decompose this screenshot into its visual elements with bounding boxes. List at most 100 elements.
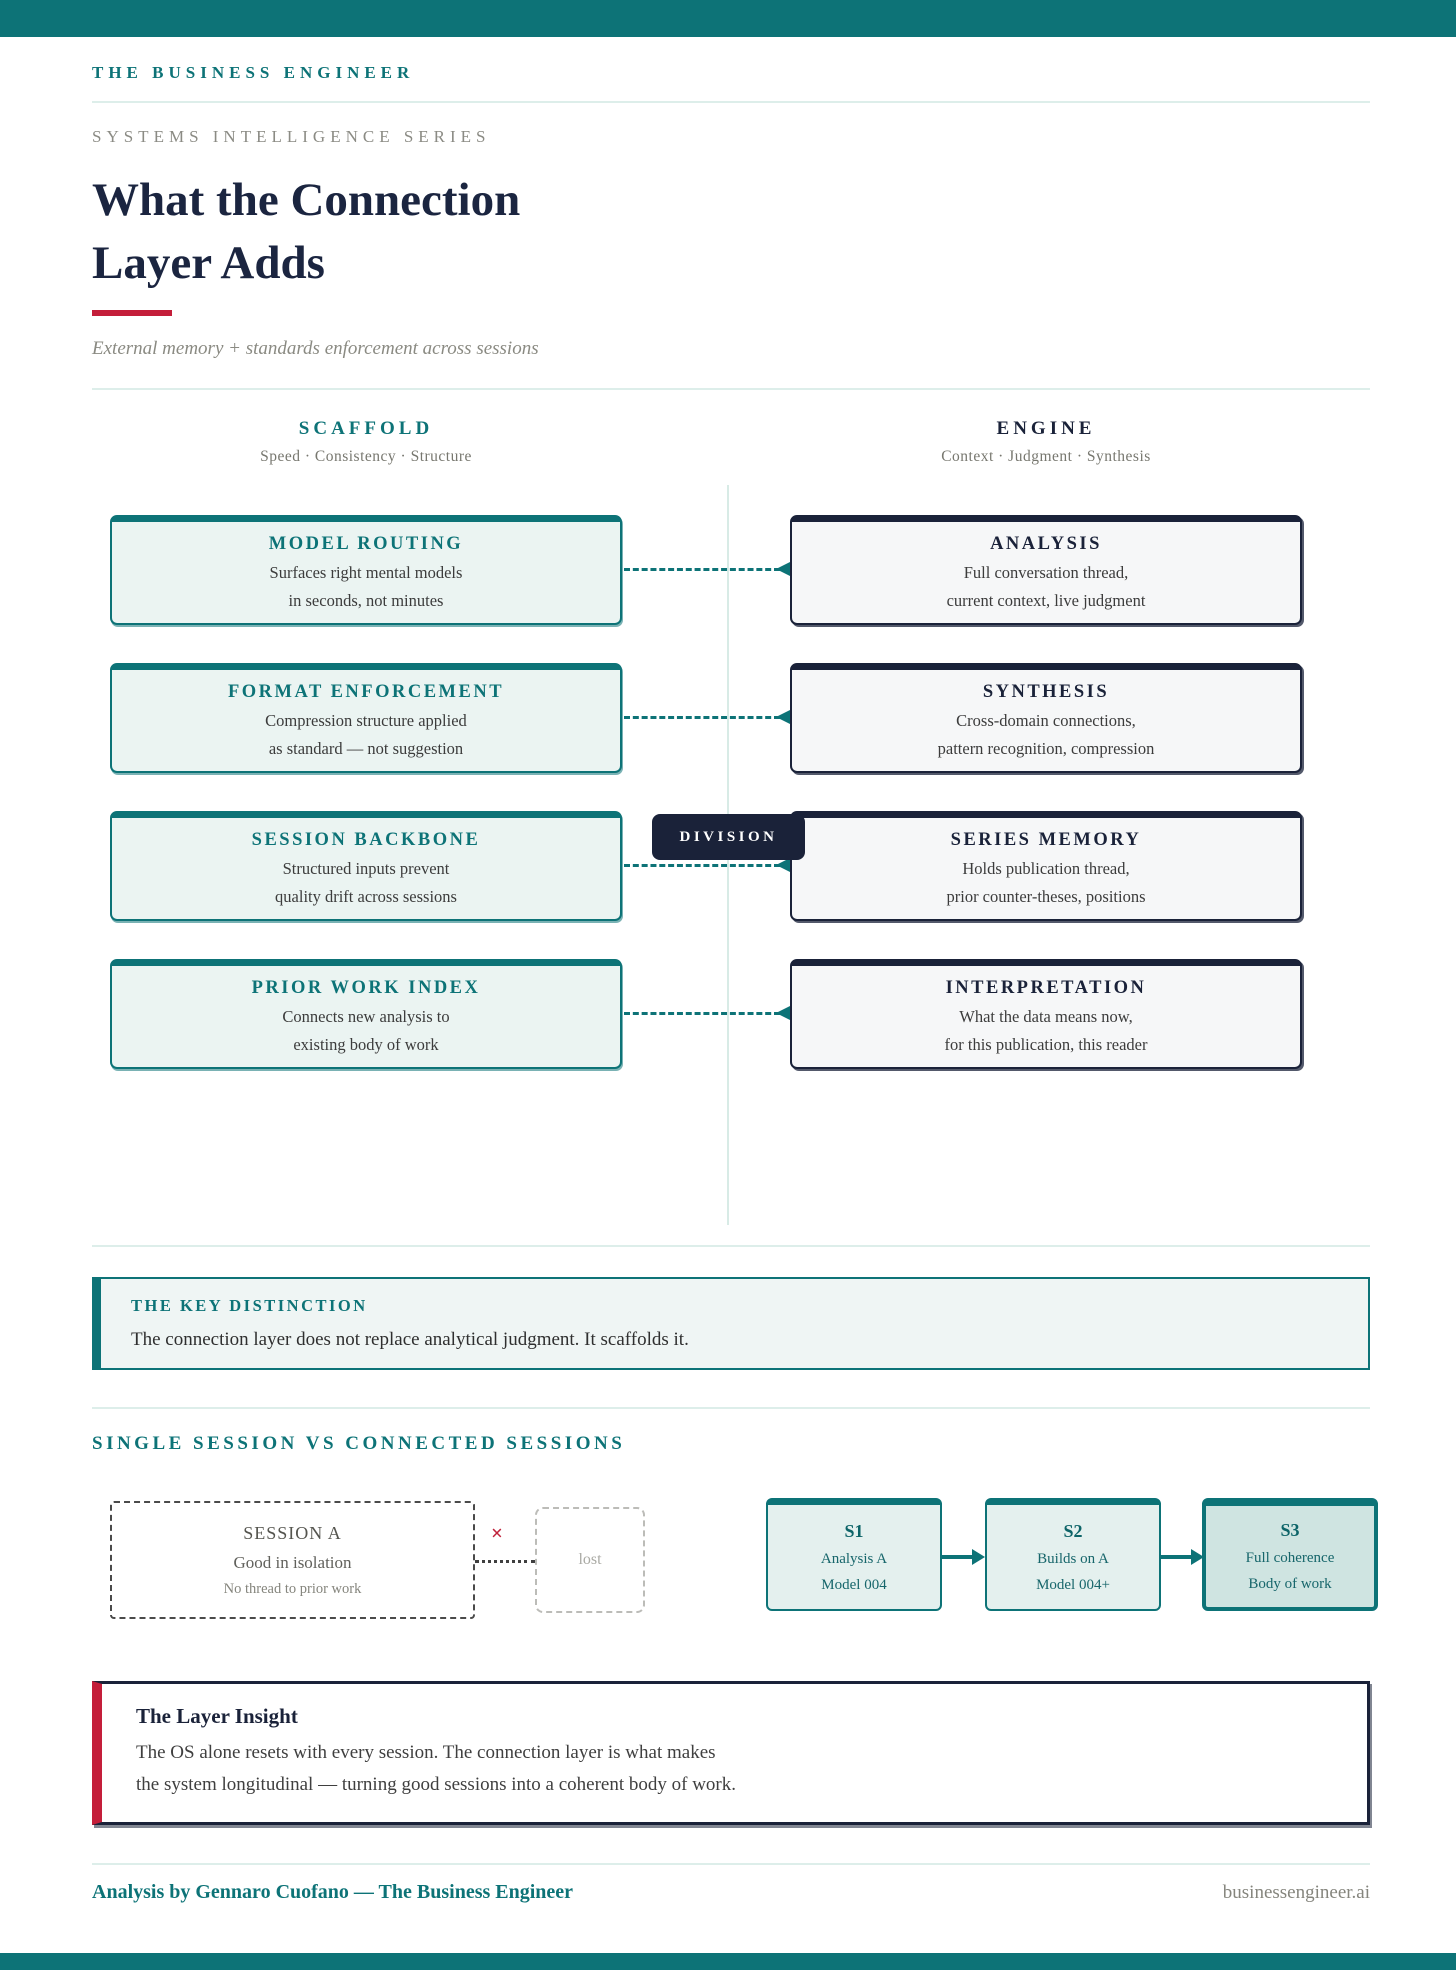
- isolated-session-box: SESSION A Good in isolation No thread to…: [110, 1501, 475, 1619]
- box-line: Holds publication thread,: [962, 858, 1130, 878]
- layer-insight-body: The OS alone resets with every session. …: [136, 1737, 1333, 1802]
- box-synthesis: SYNTHESIS Cross-domain connections, patt…: [790, 663, 1302, 773]
- bottom-accent-bar: [0, 1953, 1456, 1970]
- box-line: for this publication, this reader: [944, 1035, 1148, 1054]
- session-line: Model 004: [821, 1576, 887, 1593]
- box-prior-work-index: PRIOR WORK INDEX Connects new analysis t…: [110, 959, 622, 1069]
- session-line: Analysis A: [820, 1550, 888, 1567]
- box-title: SERIES MEMORY: [950, 829, 1142, 850]
- page-title-line2: Layer Adds: [92, 236, 325, 289]
- arrow-tip: [1191, 1549, 1204, 1565]
- dashed-line: [624, 864, 780, 867]
- arrowhead-left-icon: [776, 1006, 790, 1020]
- session-line: Builds on A: [1037, 1550, 1109, 1567]
- arrowhead-left-icon: [776, 562, 790, 576]
- divider: [92, 1407, 1370, 1409]
- layer-insight-line1: The OS alone resets with every session. …: [136, 1742, 716, 1763]
- box-line: in seconds, not minutes: [288, 591, 444, 610]
- footer-credit: Analysis by Gennaro Cuofano — The Busine…: [92, 1880, 574, 1903]
- session-line: Model 004+: [1036, 1576, 1110, 1593]
- arrow-tip: [972, 1549, 985, 1565]
- box-line: Compression structure applied: [265, 710, 467, 730]
- box-line: Full conversation thread,: [963, 562, 1129, 582]
- box-title: ANALYSIS: [990, 533, 1102, 554]
- division-badge: DIVISION: [652, 814, 805, 860]
- top-accent-bar: [0, 0, 1456, 37]
- footer-site: businessengineer.ai: [1222, 1881, 1370, 1903]
- box-model-routing: MODEL ROUTING Surfaces right mental mode…: [110, 515, 622, 625]
- isolated-session-line2: No thread to prior work: [223, 1580, 362, 1597]
- page-title-line1: What the Connection: [92, 174, 521, 226]
- box-line: quality drift across sessions: [275, 887, 457, 906]
- key-distinction-body: The connection layer does not replace an…: [131, 1329, 689, 1350]
- divider: [92, 388, 1370, 390]
- box-interpretation: INTERPRETATION What the data means now, …: [790, 959, 1302, 1069]
- box-line: Connects new analysis to: [282, 1006, 450, 1026]
- footer: Analysis by Gennaro Cuofano — The Busine…: [92, 1881, 1370, 1904]
- lost-label: lost: [578, 1551, 602, 1568]
- engine-column-tagline: Context · Judgment · Synthesis: [941, 448, 1151, 465]
- box-series-memory: SERIES MEMORY Holds publication thread, …: [790, 811, 1302, 921]
- scaffold-column-header: SCAFFOLD Speed · Consistency · Structure: [110, 418, 622, 466]
- arrow-right-icon: [941, 1549, 985, 1565]
- scaffold-column-tagline: Speed · Consistency · Structure: [260, 448, 472, 465]
- key-distinction-callout: THE KEY DISTINCTION The connection layer…: [92, 1277, 1370, 1370]
- connector-row2: [624, 710, 790, 724]
- box-line: Structured inputs prevent: [282, 858, 450, 878]
- arrow-right-icon: [1160, 1549, 1204, 1565]
- sessions-comparison: SESSION A Good in isolation No thread to…: [92, 1455, 1378, 1635]
- dashed-line: [624, 716, 780, 719]
- layer-insight-title: The Layer Insight: [136, 1704, 298, 1728]
- session-line: Body of work: [1248, 1576, 1332, 1592]
- box-analysis: ANALYSIS Full conversation thread, curre…: [790, 515, 1302, 625]
- connector-row3: [624, 858, 790, 872]
- arrow-shaft: [1160, 1555, 1195, 1559]
- connector-row1: [624, 562, 790, 576]
- box-title: SYNTHESIS: [982, 681, 1110, 702]
- layer-insight-callout: The Layer Insight The OS alone resets wi…: [92, 1681, 1370, 1825]
- isolated-session-title: SESSION A: [243, 1522, 342, 1543]
- content-area: THE BUSINESS ENGINEER SYSTEMS INTELLIGEN…: [92, 37, 1378, 1904]
- session-label: S2: [1063, 1520, 1083, 1541]
- box-format-enforcement: FORMAT ENFORCEMENT Compression structure…: [110, 663, 622, 773]
- scaffold-column-title: SCAFFOLD: [298, 418, 434, 439]
- layer-insight-line2: the system longitudinal — turning good s…: [136, 1774, 737, 1796]
- key-distinction-title: THE KEY DISTINCTION: [131, 1296, 368, 1315]
- box-title: INTERPRETATION: [945, 977, 1147, 998]
- box-line: existing body of work: [293, 1035, 439, 1054]
- dashed-line: [624, 568, 780, 571]
- sessions-section-heading: SINGLE SESSION VS CONNECTED SESSIONS: [92, 1433, 626, 1454]
- box-line: What the data means now,: [959, 1006, 1133, 1026]
- box-line: pattern recognition, compression: [937, 739, 1155, 758]
- connector-row4: [624, 1006, 790, 1020]
- session-s2-box: S2 Builds on A Model 004+: [985, 1498, 1161, 1611]
- brand-name: THE BUSINESS ENGINEER: [92, 63, 415, 82]
- scaffold-engine-diagram: SCAFFOLD Speed · Consistency · Structure…: [92, 390, 1370, 1225]
- session-line: Full coherence: [1245, 1550, 1335, 1566]
- session-s3-box: S3 Full coherence Body of work: [1202, 1498, 1378, 1611]
- divider: [92, 1245, 1370, 1247]
- box-line: current context, live judgment: [946, 591, 1146, 610]
- session-s1-box: S1 Analysis A Model 004: [766, 1498, 942, 1611]
- lost-box: lost: [535, 1507, 645, 1613]
- box-line: as standard — not suggestion: [268, 739, 464, 758]
- arrowhead-left-icon: [776, 710, 790, 724]
- divider: [92, 1862, 1370, 1865]
- dotted-connector: [475, 1560, 535, 1563]
- session-label: S3: [1280, 1520, 1300, 1540]
- series-eyebrow: SYSTEMS INTELLIGENCE SERIES: [92, 127, 491, 146]
- x-mark-icon: ×: [491, 1521, 503, 1545]
- title-accent-rule: [92, 310, 172, 316]
- box-line: Cross-domain connections,: [956, 710, 1136, 730]
- session-label: S1: [844, 1520, 864, 1541]
- box-title: FORMAT ENFORCEMENT: [227, 681, 505, 702]
- divider: [92, 101, 1370, 103]
- dashed-line: [624, 1012, 780, 1015]
- box-line: Surfaces right mental models: [269, 562, 463, 582]
- box-title: SESSION BACKBONE: [251, 829, 481, 850]
- box-title: PRIOR WORK INDEX: [251, 977, 481, 998]
- box-title: MODEL ROUTING: [268, 533, 464, 554]
- arrow-shaft: [941, 1555, 976, 1559]
